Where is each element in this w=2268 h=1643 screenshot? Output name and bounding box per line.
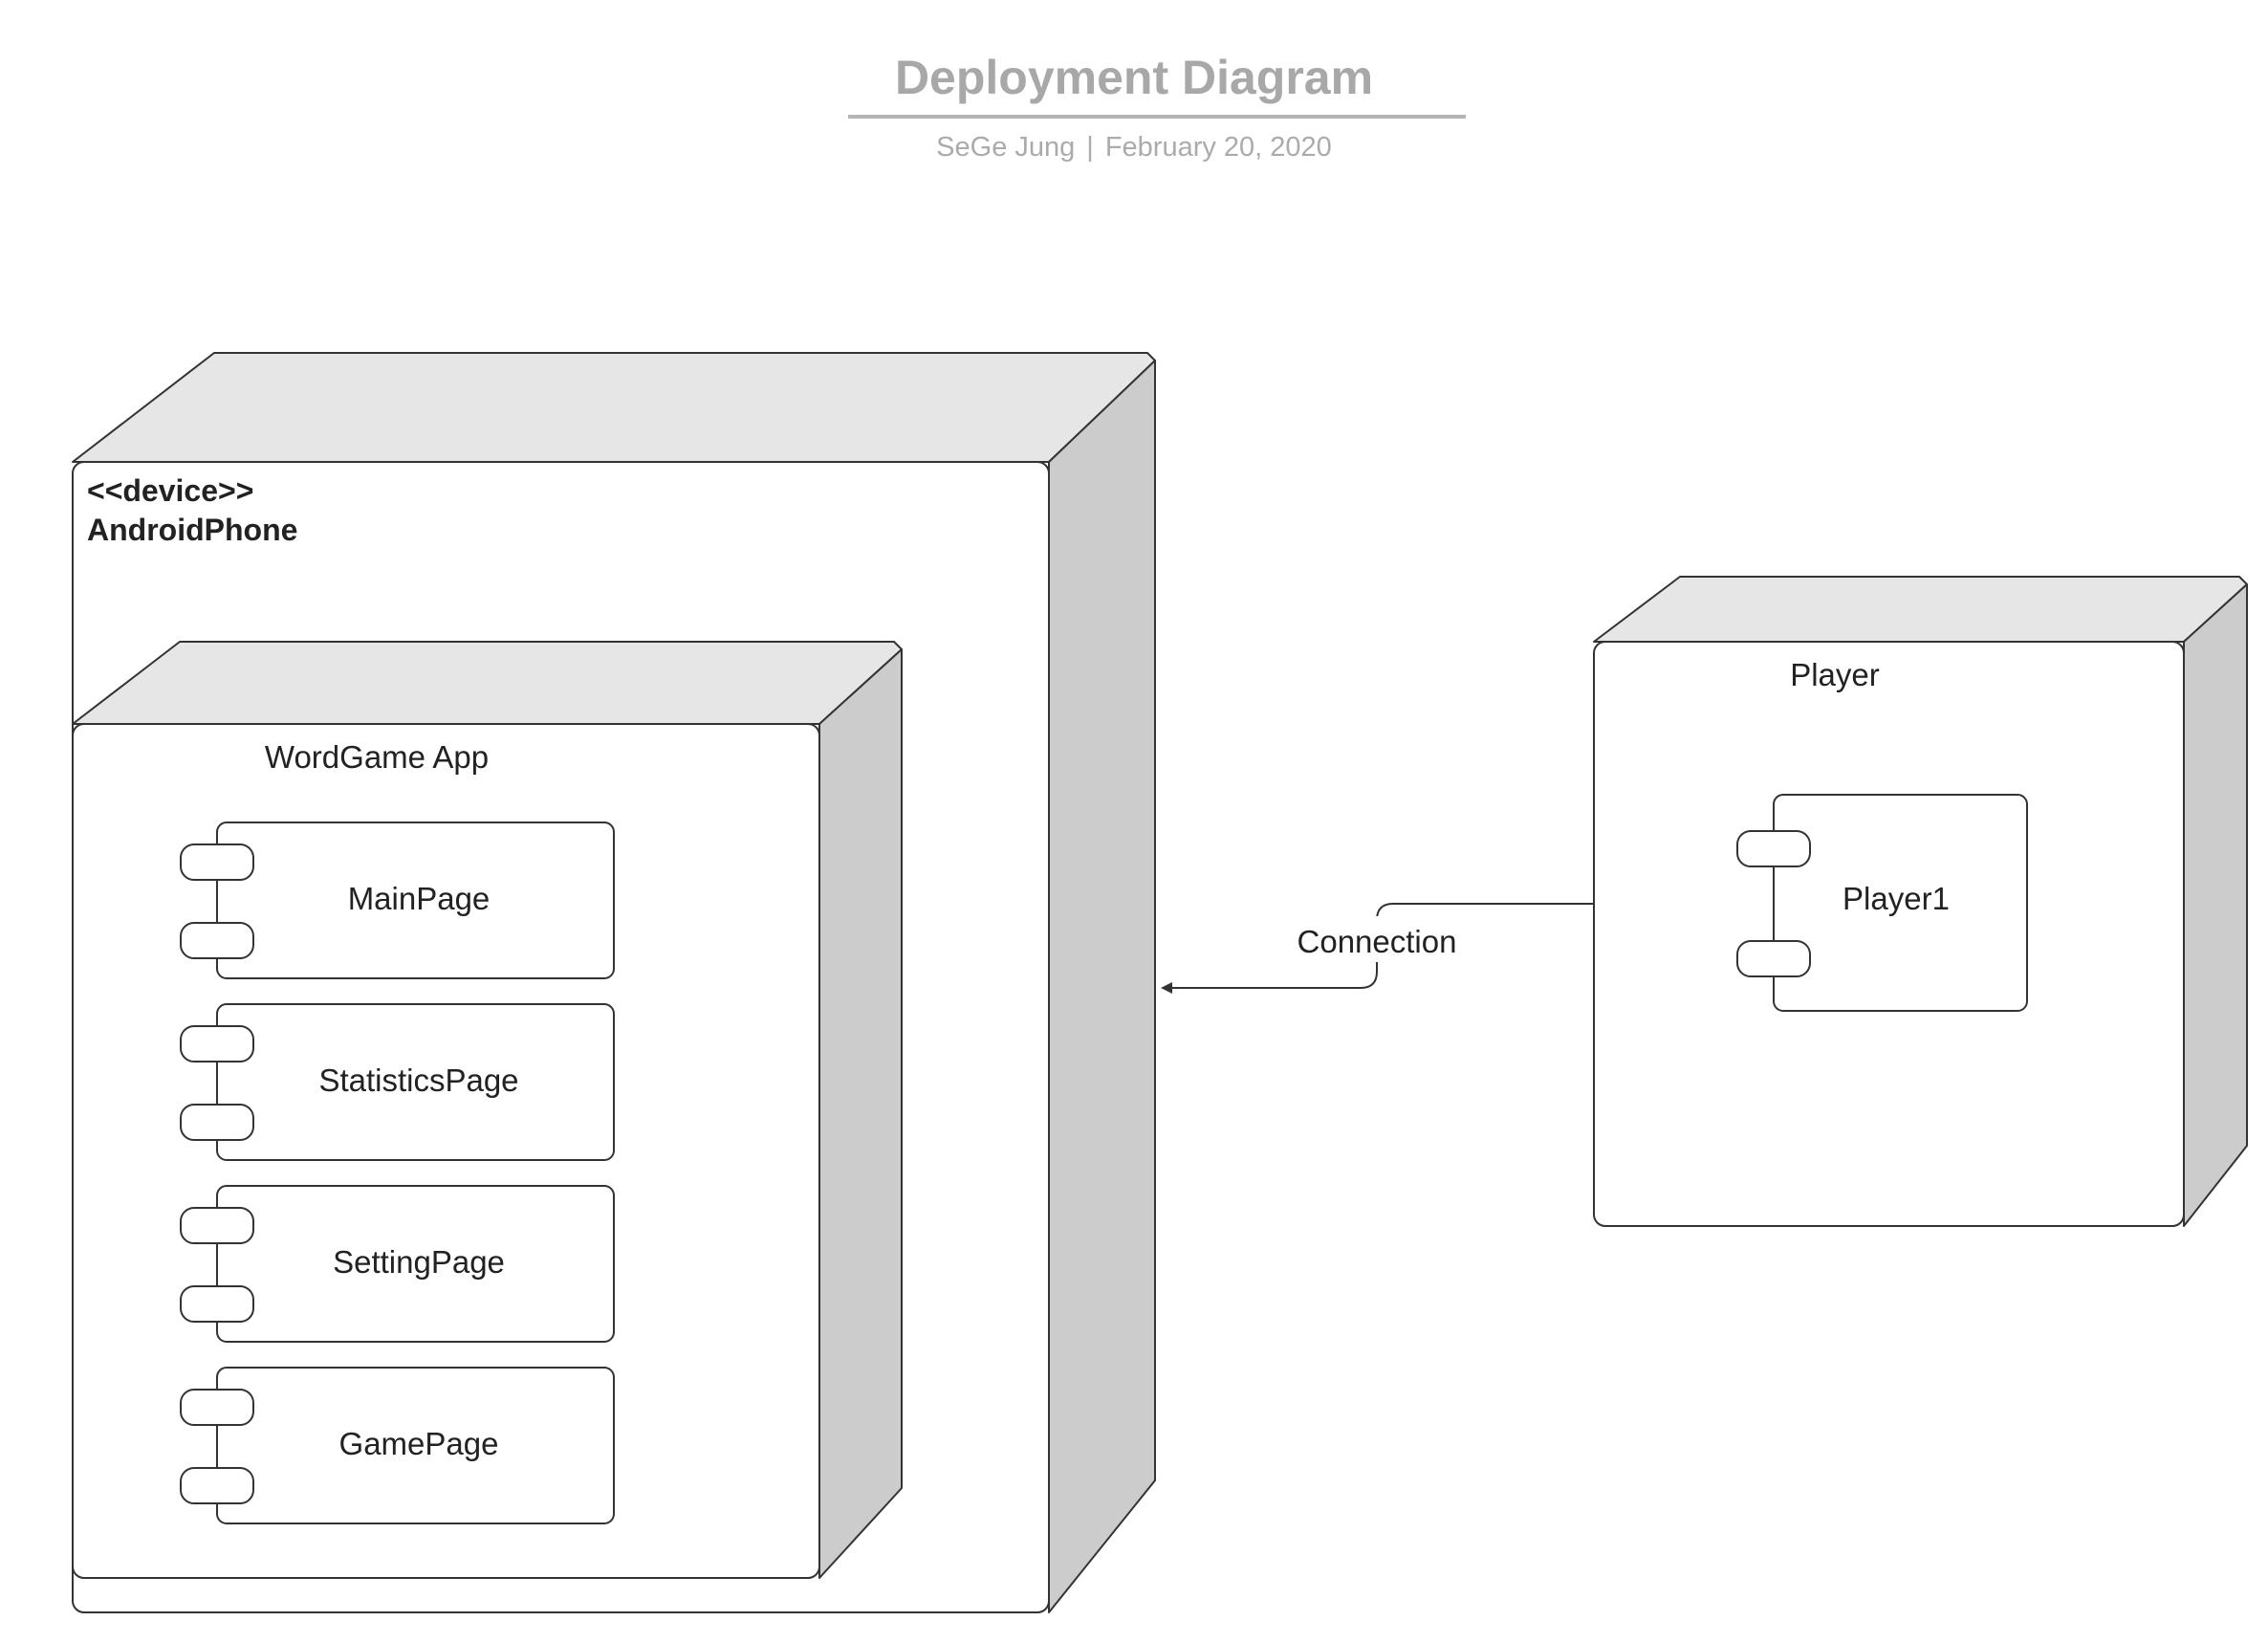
component-mainpage-port-bottom [180,922,254,959]
diagram-date: February 20, 2020 [1104,132,1332,163]
app-node-top-face [72,641,903,725]
component-gamepage[interactable]: GamePage [180,1367,615,1524]
device-stereotype: <<device>> [87,473,253,508]
component-gamepage-label: GamePage [339,1426,499,1461]
device-node-name: AndroidPhone [87,513,297,547]
component-mainpage-port-top [180,843,254,881]
component-gamepage-port-top [180,1389,254,1426]
component-statisticspage[interactable]: StatisticsPage [180,1003,615,1161]
author-name: SeGe Jung [936,132,1076,163]
diagram-header: Deployment Diagram SeGe Jung | February 20… [0,0,2268,191]
component-player1-port-bottom [1736,940,1811,977]
connection-edge[interactable]: Connection [1161,903,1594,994]
component-statisticspage-label: StatisticsPage [318,1062,518,1098]
component-settingpage-port-bottom [180,1285,254,1323]
player-node-name: Player [1790,657,1880,692]
component-player1[interactable]: Player1 [1736,794,2028,1012]
diagram-subtitle: SeGe Jung | February 20, 2020 [0,132,2268,164]
player-node-side-face [2183,583,2248,1227]
component-player1-label: Player1 [1843,881,1950,916]
component-statisticspage-port-top [180,1025,254,1062]
diagram-title: Deployment Diagram [894,51,1374,104]
component-statisticspage-port-bottom [180,1104,254,1141]
component-settingpage-label: SettingPage [333,1244,505,1280]
connection-label-background [1286,916,1468,962]
subtitle-separator: | [1086,132,1094,163]
connection-label: Connection [1298,924,1457,959]
component-gamepage-port-bottom [180,1467,254,1504]
component-settingpage-port-top [180,1207,254,1244]
player-node-top-face [1593,576,2248,643]
component-player1-port-top [1736,830,1811,867]
app-node-side-face [818,648,903,1579]
component-mainpage[interactable]: MainPage [180,822,615,979]
app-node-name: WordGame App [265,739,489,775]
device-node-top-face [72,352,1156,463]
device-node-side-face [1048,360,1156,1613]
component-settingpage[interactable]: SettingPage [180,1185,615,1343]
component-mainpage-label: MainPage [348,881,491,916]
title-underline [848,115,1466,119]
